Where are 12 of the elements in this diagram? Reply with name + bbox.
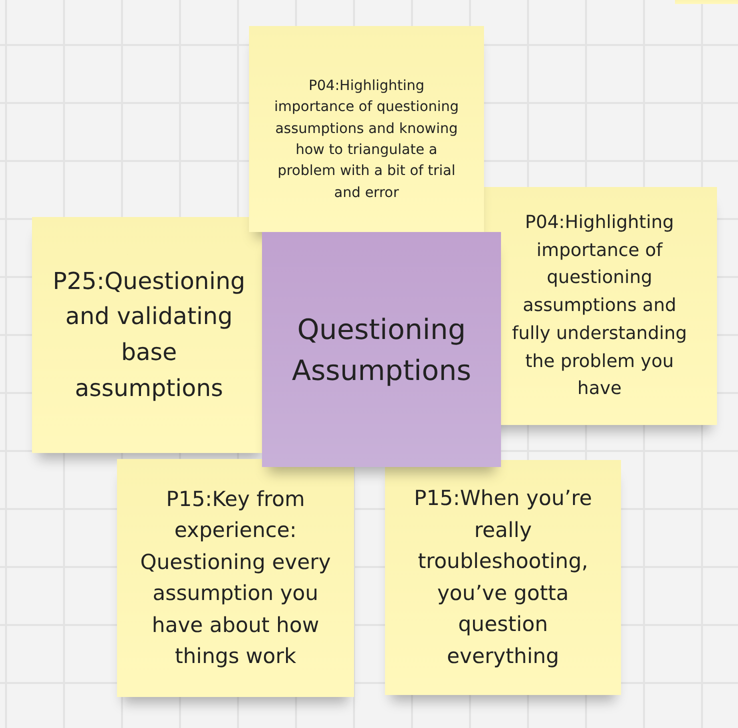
note-text: P15:Key from experience: Questioning every assumption you have about how things work: [139, 486, 332, 670]
sticky-note: [249, 26, 484, 232]
sticky-note: [482, 187, 717, 425]
note-text: P25:Questioning and validating base assumptions: [52, 266, 246, 404]
sticky-note: [262, 232, 501, 467]
note-text: P15:When you’re really troubleshooting, you’ve gotta question everything: [412, 485, 594, 670]
sticky-note: [385, 460, 621, 695]
note-text: P04:Highlighting importance of questioning assumptions and knowing how to triangulate a problem with a bit of trial and error: [273, 77, 460, 203]
sticky-note: [675, 0, 738, 4]
note-text: Questioning Assumptions: [290, 312, 472, 388]
sticky-note: [117, 459, 354, 697]
note-text: P04:Highlighting importance of questioning assumptions and fully understanding the problem you have: [511, 210, 688, 402]
